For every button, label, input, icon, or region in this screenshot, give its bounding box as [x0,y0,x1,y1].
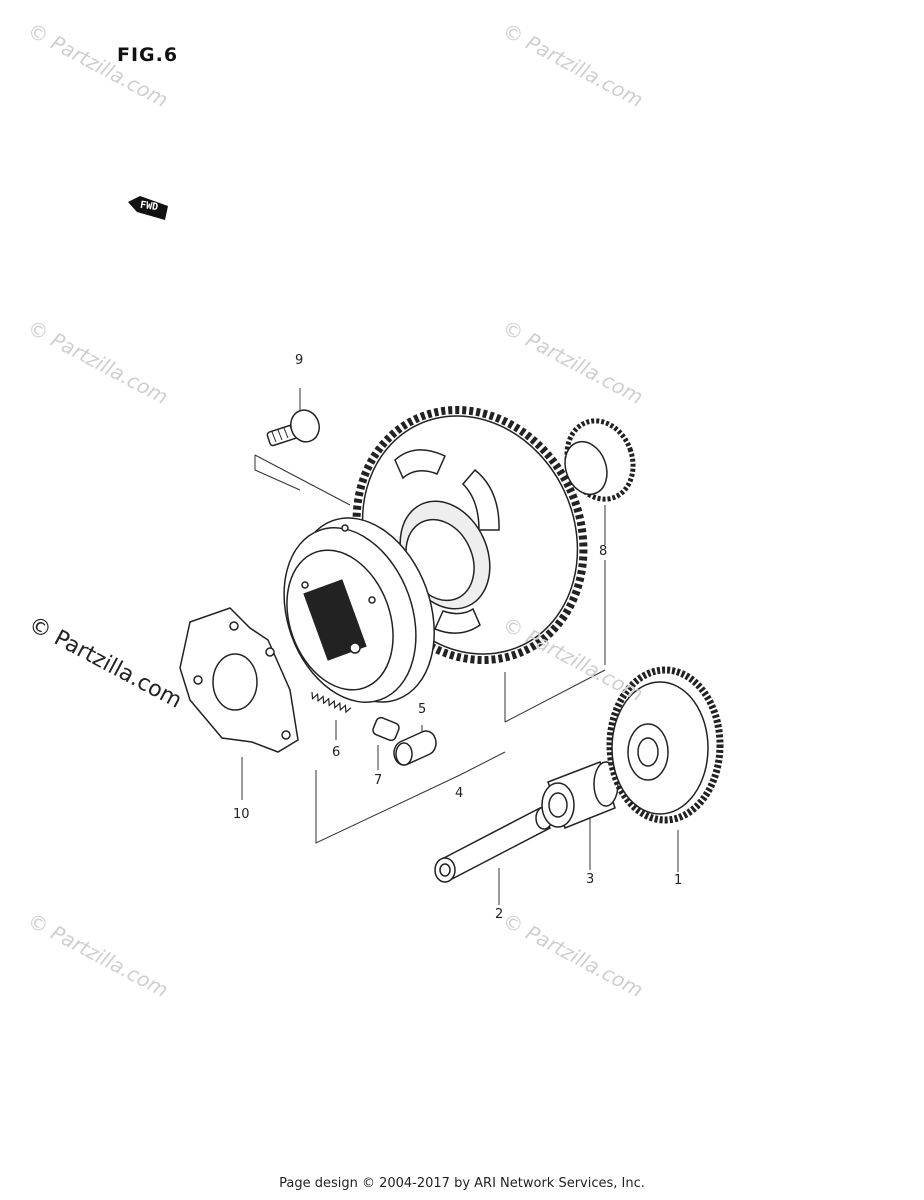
clutch-housing-part [283,517,435,703]
needle-bearing-part [564,418,636,502]
callout-5: 5 [418,702,427,717]
callout-10: 10 [233,807,250,822]
fwd-label: FWD [139,199,159,214]
roller-part [372,716,437,766]
bolt-part [266,409,320,447]
callout-3: 3 [586,872,595,887]
callout-1: 1 [674,873,683,888]
callout-2: 2 [495,907,504,922]
figure-title: FIG.6 [117,44,179,66]
callout-4: 4 [455,786,464,801]
idle-gear-part [606,666,724,824]
spring-part [311,691,352,714]
callout-9: 9 [295,353,304,368]
footer-copyright: Page design © 2004-2017 by ARI Network S… [279,1176,645,1191]
plate-part [179,607,299,753]
shaft-part [434,806,553,883]
fwd-arrow-icon [128,196,168,220]
bushing-part [541,761,619,829]
callout-8: 8 [599,544,608,559]
callout-7: 7 [374,773,383,788]
leader-lines [241,388,679,905]
callout-6: 6 [332,745,341,760]
